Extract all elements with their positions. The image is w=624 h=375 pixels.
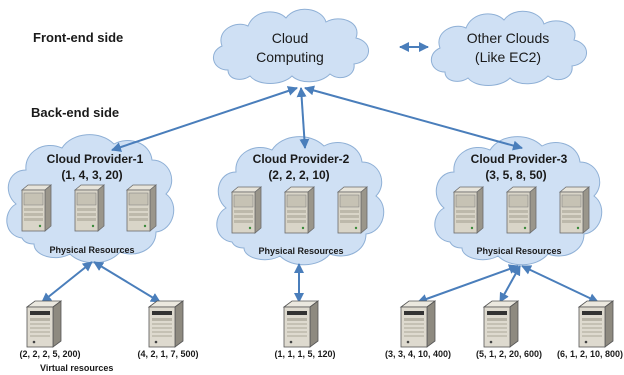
arrow-cloud-to-provider-1 bbox=[111, 86, 298, 152]
cloud-provider-3-name: Cloud Provider-3 bbox=[471, 152, 568, 166]
server-icon bbox=[231, 186, 262, 234]
vm-2-label: (4, 2, 1, 7, 500) bbox=[137, 349, 198, 359]
server-icon bbox=[506, 186, 537, 234]
cloud-provider-1-name: Cloud Provider-1 bbox=[47, 152, 144, 166]
connectors bbox=[41, 42, 599, 304]
server-icon bbox=[337, 186, 368, 234]
cloud-provider-3: Cloud Provider-3 (3, 5, 8, 50) Physical … bbox=[434, 136, 603, 266]
arrow-provider-3-to-vm-6 bbox=[521, 265, 599, 303]
server-icon bbox=[126, 184, 157, 232]
virtual-machine-icon bbox=[148, 300, 184, 348]
cloud-provider-2-resources-label: Physical Resources bbox=[258, 246, 343, 256]
cloud-provider-2-capacity: (2, 2, 2, 10) bbox=[268, 168, 329, 182]
vm-3-label: (1, 1, 1, 5, 120) bbox=[274, 349, 335, 359]
vm-5-label: (5, 1, 2, 20, 600) bbox=[476, 349, 542, 359]
virtual-resources-label: Virtual resources bbox=[40, 363, 113, 373]
arrow-provider-1-to-vm-2 bbox=[93, 261, 161, 303]
arrow-provider-1-to-vm-1 bbox=[41, 261, 93, 303]
cloud-computing-title-line2: Computing bbox=[256, 49, 324, 65]
virtual-machine-icon bbox=[283, 300, 319, 348]
server-icon bbox=[21, 184, 52, 232]
other-clouds-title-line2: (Like EC2) bbox=[475, 49, 541, 65]
virtual-machine-icon bbox=[578, 300, 614, 348]
other-clouds-title-line1: Other Clouds bbox=[467, 30, 549, 46]
virtual-machine-icon bbox=[400, 300, 436, 348]
vm-4-label: (3, 3, 4, 10, 400) bbox=[385, 349, 451, 359]
front-end-side-label: Front-end side bbox=[33, 30, 123, 45]
cloud-provider-1: Cloud Provider-1 (1, 4, 3, 20) Physical … bbox=[6, 134, 175, 264]
virtual-machines: (2, 2, 2, 5, 200) (4, 2, 1, 7, 500) (1, … bbox=[19, 300, 623, 373]
cloud-provider-1-resources-label: Physical Resources bbox=[49, 245, 134, 255]
cloud-computing-cloud-shape bbox=[213, 8, 369, 84]
arrow-provider-3-to-vm-5 bbox=[499, 265, 521, 303]
vm-6-label: (6, 1, 2, 10, 800) bbox=[557, 349, 623, 359]
server-icon bbox=[453, 186, 484, 234]
server-icon bbox=[284, 186, 315, 234]
cloud-computing-cloud: Cloud Computing bbox=[213, 8, 369, 84]
cloud-provider-2-name: Cloud Provider-2 bbox=[253, 152, 350, 166]
server-icon bbox=[559, 186, 590, 234]
other-clouds-cloud: Other Clouds (Like EC2) bbox=[430, 10, 587, 86]
cloud-provider-3-capacity: (3, 5, 8, 50) bbox=[485, 168, 546, 182]
cloud-computing-title-line1: Cloud bbox=[272, 30, 309, 46]
vm-1-label: (2, 2, 2, 5, 200) bbox=[19, 349, 80, 359]
cloud-provider-1-capacity: (1, 4, 3, 20) bbox=[61, 168, 122, 182]
virtual-machine-icon bbox=[26, 300, 62, 348]
cloud-provider-3-resources-label: Physical Resources bbox=[476, 246, 561, 256]
arrow-cloud-to-provider-3 bbox=[304, 85, 523, 151]
back-end-side-label: Back-end side bbox=[31, 105, 119, 120]
cloud-provider-2: Cloud Provider-2 (2, 2, 2, 10) Physical … bbox=[216, 136, 385, 266]
virtual-machine-icon bbox=[483, 300, 519, 348]
server-icon bbox=[74, 184, 105, 232]
other-clouds-cloud-shape bbox=[430, 10, 587, 86]
